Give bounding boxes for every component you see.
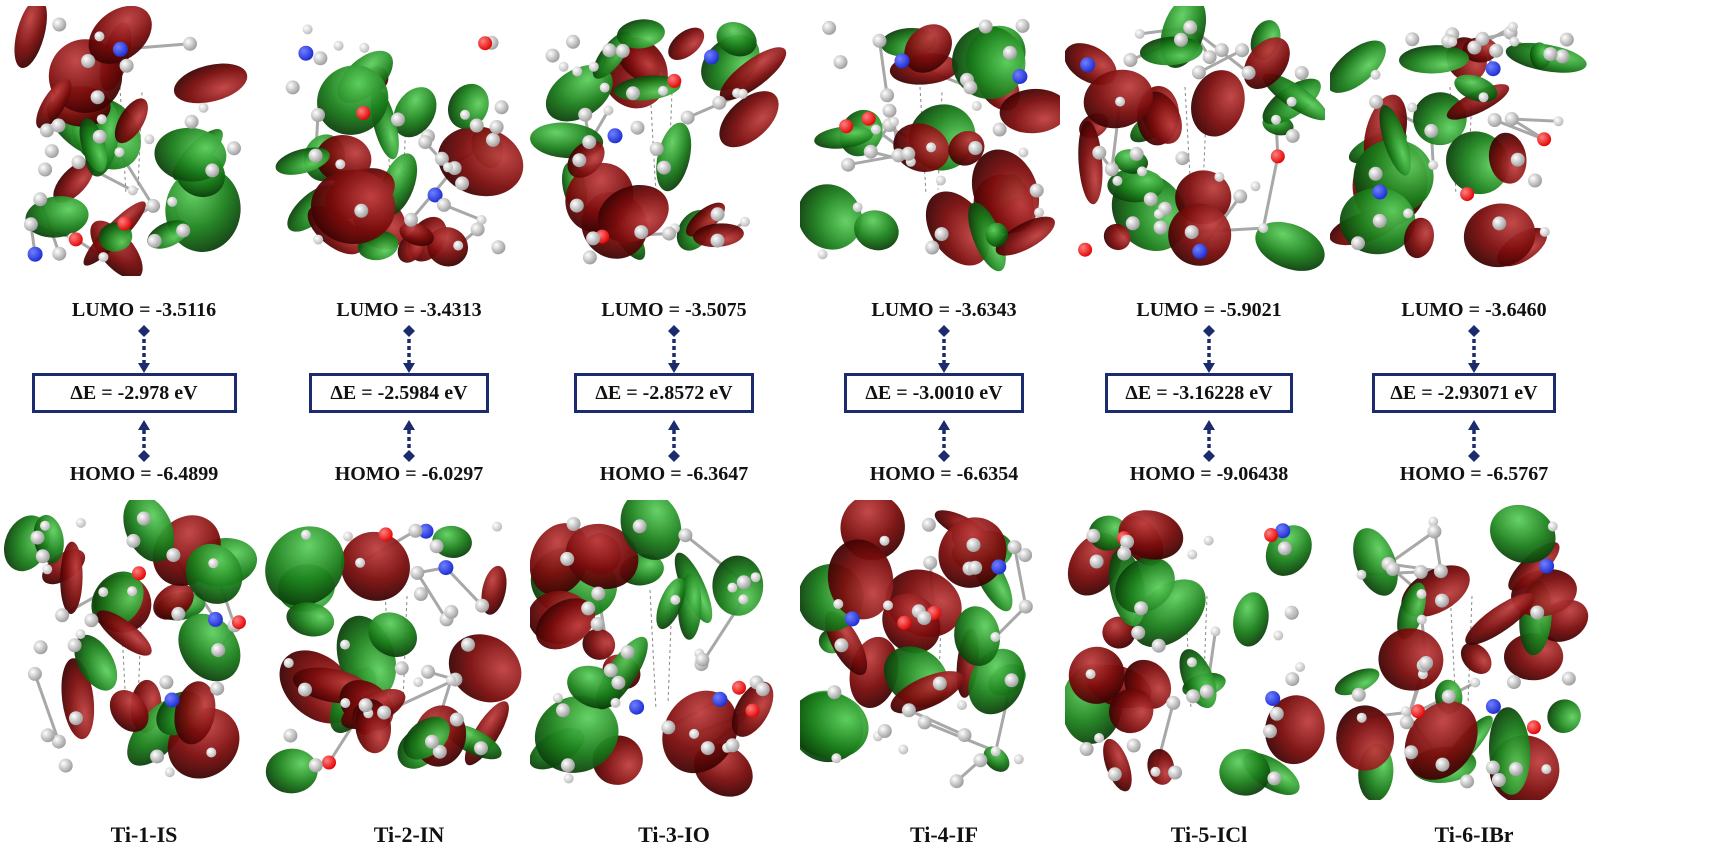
homo-energy-label: HOMO = -6.4899 — [69, 463, 219, 485]
energy-gap-box: ΔE = -3.16228 eV — [1105, 373, 1293, 413]
compound-name: Ti-5-ICl — [1170, 822, 1248, 847]
homo-molecule-drawing — [3, 500, 258, 779]
dashed-arrow-icon — [1468, 325, 1480, 373]
panel-ti-3-io: LUMO = -3.5075 ΔE = -2.8572 eV HOMO = -6.3… — [530, 0, 818, 855]
homo-molecule-drawing — [1334, 504, 1589, 800]
energy-gap-box: ΔE = -2.978 eV — [31, 373, 237, 413]
lumo-energy-label: LUMO = -3.4313 — [336, 299, 482, 321]
lumo-orbital-image — [800, 6, 1088, 276]
lumo-energy-label: LUMO = -3.6343 — [871, 299, 1017, 321]
lumo-orbital-image — [0, 6, 288, 276]
dashed-arrow-icon — [938, 325, 950, 373]
panel-ti-1-is: LUMO = -3.5116 ΔE = -2.978 eV HOMO = -6.48… — [0, 0, 288, 855]
lumo-molecule-drawing — [1065, 6, 1325, 271]
lumo-molecule-drawing — [530, 19, 787, 265]
lumo-molecule-drawing — [1330, 21, 1587, 268]
dashed-arrow-icon — [938, 420, 950, 462]
lumo-energy-label: LUMO = -3.6460 — [1401, 299, 1547, 321]
dashed-arrow-icon — [1203, 325, 1215, 373]
lumo-energy-label: LUMO = -3.5116 — [71, 299, 217, 321]
homo-orbital-image — [530, 500, 818, 800]
energy-gap-box: ΔE = -2.5984 eV — [309, 373, 489, 413]
panel-ti-4-if: LUMO = -3.6343 ΔE = -3.0010 eV HOMO = -6.6… — [800, 0, 1088, 855]
compound-name: Ti-4-IF — [909, 822, 979, 847]
lumo-molecule-drawing — [800, 18, 1060, 272]
dashed-arrow-icon — [668, 325, 680, 373]
dashed-arrow-icon — [138, 325, 150, 373]
dashed-arrow-icon — [403, 325, 415, 373]
dashed-arrow-icon — [403, 420, 415, 462]
lumo-orbital-image — [265, 6, 553, 276]
homo-energy-label: HOMO = -6.0297 — [334, 463, 484, 485]
homo-molecule-drawing — [1065, 510, 1325, 796]
compound-name: Ti-1-IS — [110, 822, 178, 847]
dashed-arrow-icon — [138, 420, 150, 462]
homo-molecule-drawing — [800, 500, 1033, 789]
panel-ti-2-in: LUMO = -3.4313 ΔE = -2.5984 eV HOMO = -6.0… — [265, 0, 553, 855]
homo-orbital-image — [265, 500, 553, 800]
homo-energy-label: HOMO = -9.06438 — [1129, 463, 1289, 485]
lumo-energy-label: LUMO = -5.9021 — [1136, 299, 1282, 321]
homo-orbital-image — [1330, 500, 1618, 800]
compound-name: Ti-2-IN — [373, 822, 445, 847]
compound-name: Ti-6-IBr — [1434, 822, 1514, 847]
energy-gap-box: ΔE = -3.0010 eV — [844, 373, 1024, 413]
lumo-molecule-drawing — [275, 24, 524, 267]
lumo-orbital-image — [1065, 6, 1353, 276]
homo-orbital-image — [1065, 500, 1353, 800]
lumo-molecule-drawing — [14, 6, 248, 276]
energy-gap-box: ΔE = -2.93071 eV — [1372, 373, 1556, 413]
lumo-orbital-image — [530, 6, 818, 276]
homo-molecule-drawing — [530, 500, 774, 797]
dashed-arrow-icon — [668, 420, 680, 462]
homo-energy-label: HOMO = -6.6354 — [869, 463, 1019, 485]
dashed-arrow-icon — [1468, 420, 1480, 462]
homo-molecule-drawing — [265, 521, 522, 794]
lumo-orbital-image — [1330, 6, 1618, 276]
compound-name: Ti-3-IO — [638, 822, 710, 847]
energy-gap-box: ΔE = -2.8572 eV — [574, 373, 754, 413]
dashed-arrow-icon — [1203, 420, 1215, 462]
homo-energy-label: HOMO = -6.3647 — [599, 463, 749, 485]
homo-orbital-image — [800, 500, 1088, 800]
lumo-energy-label: LUMO = -3.5075 — [601, 299, 747, 321]
panel-ti-6-ibr: LUMO = -3.6460 ΔE = -2.93071 eV HOMO = -6.… — [1330, 0, 1618, 855]
homo-orbital-image — [0, 500, 288, 800]
homo-energy-label: HOMO = -6.5767 — [1399, 463, 1549, 485]
panel-ti-5-icl: LUMO = -5.9021 ΔE = -3.16228 eV HOMO = -9.… — [1065, 0, 1353, 855]
